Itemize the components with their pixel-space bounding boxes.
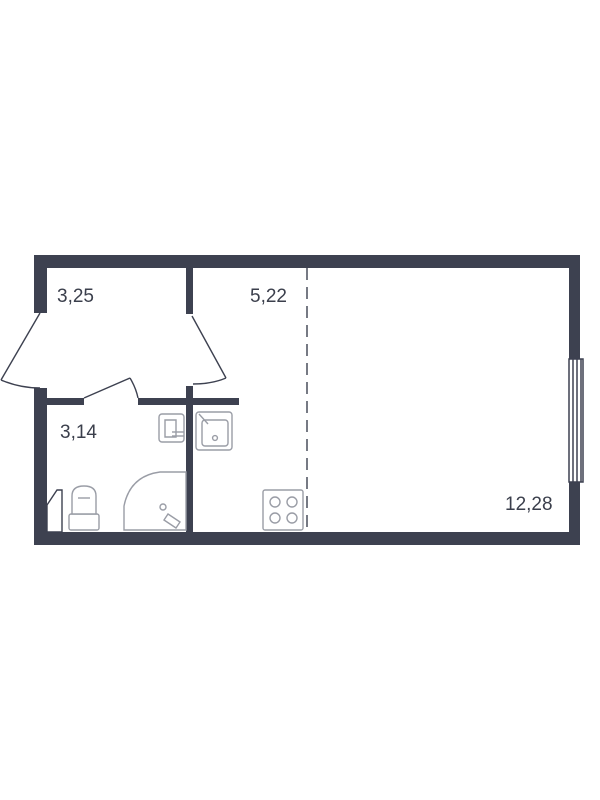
partition-hall-kitchen bbox=[186, 268, 193, 314]
kitchen-area-label: 5,22 bbox=[250, 286, 287, 307]
shower bbox=[123, 471, 187, 531]
entrance-door-swing bbox=[0, 379, 41, 389]
hall-area-label: 3,25 bbox=[57, 286, 94, 307]
kitchen-stub-wall bbox=[193, 398, 239, 405]
bath-wall-left bbox=[47, 398, 84, 405]
wall-right-lower bbox=[569, 482, 580, 545]
bathroom-area-label: 3,14 bbox=[60, 422, 97, 443]
doors bbox=[0, 312, 227, 399]
wall-bottom bbox=[34, 532, 580, 545]
wall-left-upper bbox=[34, 255, 47, 313]
wall-right-upper bbox=[569, 255, 580, 359]
window bbox=[568, 358, 584, 483]
bath-wall-right bbox=[138, 398, 186, 405]
washbasin bbox=[158, 413, 185, 443]
bath-door-leaf bbox=[83, 377, 131, 399]
entrance-door-leaf bbox=[0, 312, 41, 381]
bath-door-swing bbox=[129, 377, 139, 399]
toilet bbox=[68, 485, 100, 531]
interior-walls bbox=[47, 268, 239, 532]
stove bbox=[262, 489, 304, 531]
kitchen-door-leaf bbox=[191, 315, 227, 379]
wall-left-lower bbox=[34, 388, 47, 545]
bath-niche bbox=[46, 489, 63, 533]
living-area-label: 12,28 bbox=[505, 494, 553, 515]
kitchen-door-swing bbox=[192, 377, 227, 385]
kitchen-sink bbox=[195, 411, 233, 451]
partition-bath-kitchen bbox=[186, 386, 193, 532]
outer-walls bbox=[34, 255, 580, 545]
wall-top bbox=[34, 255, 580, 268]
